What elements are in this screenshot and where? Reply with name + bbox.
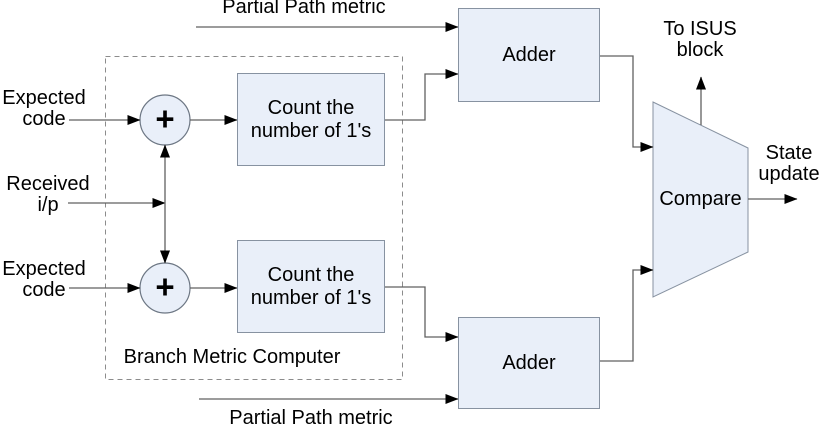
wire-count-top-to-adder — [385, 69, 459, 121]
label-branch-metric-computer: Branch Metric Computer — [123, 346, 341, 368]
label-expected-code-top: Expected code — [2, 87, 86, 130]
count-ones-bottom-block: Count the number of 1's — [237, 240, 385, 333]
xor-plus-top: + — [155, 100, 175, 138]
count-ones-top-block: Count the number of 1's — [237, 73, 385, 166]
xor-plus-bottom: + — [155, 268, 175, 306]
wire-count-bottom-to-adder — [385, 286, 459, 342]
compare-trapezoid — [652, 101, 749, 298]
label-expected-code-bottom: Expected code — [2, 258, 86, 301]
adder-top-label: Adder — [502, 43, 556, 66]
wire-adder-top-to-compare — [600, 55, 654, 152]
count-ones-top-label: Count the number of 1's — [250, 96, 372, 142]
label-partial-path-top: Partial Path metric — [222, 0, 386, 18]
label-to-isus-block: To ISUS block — [663, 18, 737, 61]
count-ones-bottom-label: Count the number of 1's — [250, 263, 372, 309]
wire-adder-bottom-to-compare — [600, 265, 654, 362]
compare-label: Compare — [659, 188, 742, 210]
adder-bottom-label: Adder — [502, 351, 556, 374]
adder-top-block: Adder — [458, 8, 600, 102]
label-partial-path-bottom: Partial Path metric — [229, 407, 393, 429]
label-state-update: State update — [758, 142, 820, 185]
adder-bottom-block: Adder — [458, 317, 600, 409]
label-received-input: Received i/p — [6, 173, 90, 216]
branch-metric-computer-boundary — [105, 56, 403, 380]
